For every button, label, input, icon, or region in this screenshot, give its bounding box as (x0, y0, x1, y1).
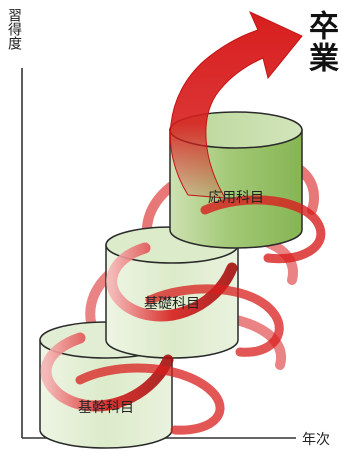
level-label-2: 基礎科目 (144, 295, 200, 312)
level-label-3: 応用科目 (208, 190, 264, 206)
level-label-1: 基幹科目 (78, 399, 134, 416)
x-axis-label: 年次 (302, 432, 330, 448)
spiral-front (40, 195, 326, 435)
y-axis-label: 習得度 (6, 8, 22, 50)
graduation-label: 卒業 (303, 10, 338, 74)
graduation-arrow (169, 10, 303, 199)
cylinder-level-2 (105, 226, 239, 359)
